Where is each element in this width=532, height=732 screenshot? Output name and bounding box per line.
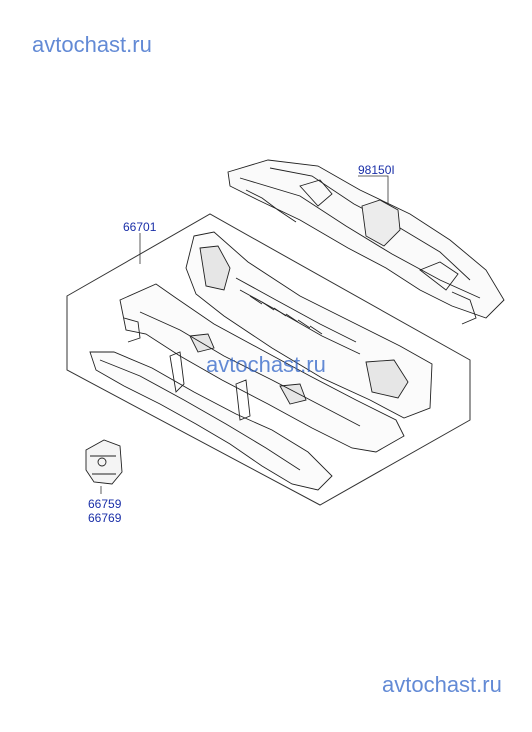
watermark-bottom: avtochast.ru <box>382 672 502 697</box>
bracket-part <box>85 439 123 485</box>
leader-98150I <box>358 175 389 204</box>
watermark-top: avtochast.ru <box>32 32 152 57</box>
cowl-cover-part <box>227 159 505 325</box>
watermark-middle: avtochast.ru <box>206 352 326 377</box>
assembly-frame <box>66 213 471 506</box>
callout-66769: 66769 <box>88 511 122 525</box>
callout-66759: 66759 <box>88 497 122 511</box>
callout-98150I: 98150I <box>358 163 395 177</box>
cowl-cross-member <box>119 283 405 453</box>
cowl-upper-panel <box>185 231 433 419</box>
cowl-lower-panel <box>89 351 333 491</box>
callout-66701: 66701 <box>123 220 157 234</box>
